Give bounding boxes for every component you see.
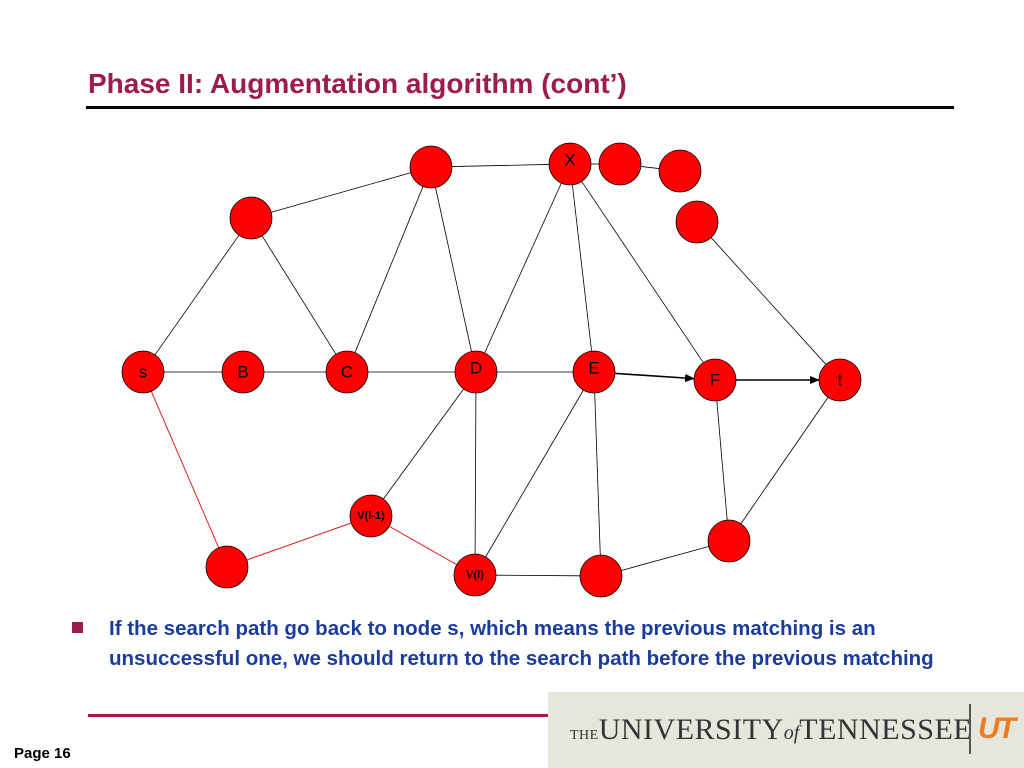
- node-n_r2: [658, 149, 702, 193]
- university-logo: THEUNIVERSITYofTENNESSEE UT: [548, 692, 1024, 768]
- node-circle: [548, 142, 592, 186]
- node-n_botleft: [205, 545, 249, 589]
- bullet-square-icon: [72, 622, 83, 633]
- node-circle: [453, 553, 497, 597]
- node-B: B: [221, 350, 265, 394]
- node-circle: [572, 350, 616, 394]
- node-circle: [693, 358, 737, 402]
- node-n_upleft: [229, 196, 273, 240]
- node-label: C: [341, 363, 353, 382]
- node-circle: [579, 554, 623, 598]
- node-Vl1: V(l-1): [349, 494, 393, 538]
- edge-n_botmid-n_botright: [621, 546, 709, 571]
- edge-s-n_botleft: [150, 391, 220, 548]
- node-label: V(l-1): [357, 510, 385, 522]
- edge-n_top-C: [354, 186, 424, 353]
- node-t: t: [818, 358, 862, 402]
- node-label: s: [139, 363, 148, 382]
- node-circle: [818, 358, 862, 402]
- node-circle: [707, 519, 751, 563]
- node-D: D: [454, 350, 498, 394]
- node-circle: [121, 350, 165, 394]
- node-circle: [658, 149, 702, 193]
- slide-title: Phase II: Augmentation algorithm (cont’): [88, 68, 627, 99]
- node-circle: [598, 142, 642, 186]
- edge-s-n_upleft: [154, 234, 240, 356]
- node-label: V(l): [466, 569, 484, 581]
- node-label: E: [588, 359, 599, 378]
- node-n_r1: [598, 142, 642, 186]
- edge-n_r1-n_r2: [640, 166, 660, 169]
- edge-X-F: [581, 181, 704, 363]
- node-circle: [454, 350, 498, 394]
- node-circle: [221, 350, 265, 394]
- node-label: F: [710, 371, 720, 390]
- edge-n_upleft-C: [261, 235, 337, 355]
- node-circle: [409, 145, 453, 189]
- edge-n_upleft-n_top: [271, 172, 411, 213]
- edge-layer: [150, 163, 829, 577]
- node-circle: [229, 196, 273, 240]
- node-circle: [205, 545, 249, 589]
- edge-E-Vl: [485, 389, 584, 558]
- edge-E-n_botmid: [594, 392, 601, 556]
- node-n_top: [409, 145, 453, 189]
- edge-Vl-n_botmid: [495, 574, 581, 577]
- node-n_botmid: [579, 554, 623, 598]
- edge-F-n_botright: [716, 400, 728, 521]
- edge-n_botright-t: [740, 397, 829, 524]
- ut-logo-icon: UT: [978, 712, 1016, 745]
- node-n_botright: [707, 519, 751, 563]
- node-F: F: [693, 358, 737, 402]
- title-underline: [86, 106, 954, 109]
- edge-X-D: [484, 182, 562, 354]
- node-n_r3: [675, 200, 719, 244]
- edge-n_top-X: [451, 164, 550, 167]
- edge-n_botleft-Vl1: [246, 522, 352, 561]
- logo-of: of: [783, 722, 800, 744]
- edge-D-Vl: [474, 392, 477, 555]
- node-X: X: [548, 142, 592, 186]
- logo-tennessee: TENNESSEE: [799, 713, 973, 746]
- node-C: C: [325, 350, 369, 394]
- edge-X-E: [572, 184, 592, 352]
- logo-divider: [969, 704, 971, 754]
- logo-wordmark: THEUNIVERSITYofTENNESSEE: [570, 713, 972, 747]
- node-label: t: [838, 371, 843, 390]
- footer-rule: [88, 714, 558, 717]
- node-label: B: [237, 363, 248, 382]
- edge-n_r3-t: [710, 237, 827, 365]
- node-circle: [325, 350, 369, 394]
- node-label: D: [470, 359, 482, 378]
- edge-D-Vl1: [383, 388, 464, 500]
- page-number: Page 16: [14, 745, 71, 762]
- node-label: X: [564, 151, 575, 170]
- node-circle: [675, 200, 719, 244]
- node-circle: [349, 494, 393, 538]
- node-Vl: V(l): [453, 553, 497, 597]
- logo-university: UNIVERSITY: [598, 713, 784, 746]
- bullet-text: If the search path go back to node s, wh…: [109, 617, 934, 670]
- node-E: E: [572, 350, 616, 394]
- edge-E-F: [614, 372, 696, 383]
- edge-n_top-D: [435, 187, 472, 352]
- node-s: s: [121, 350, 165, 394]
- edge-Vl1-Vl: [389, 525, 457, 566]
- logo-the: THE: [570, 728, 599, 743]
